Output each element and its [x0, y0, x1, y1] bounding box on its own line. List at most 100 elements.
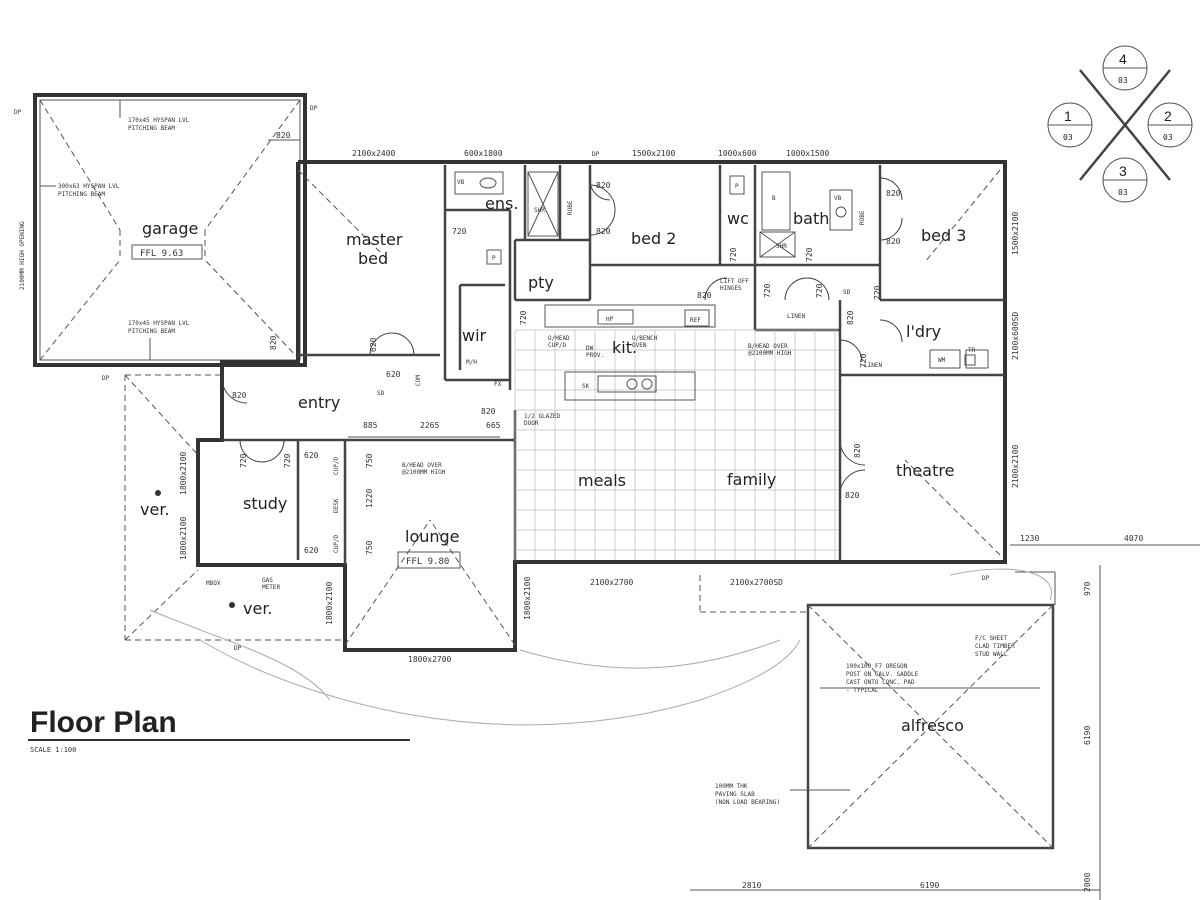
dim-720-ldry: 720 [873, 285, 882, 300]
dim-820-entry: 820 [269, 335, 278, 350]
tr-label: TR [968, 347, 976, 354]
desk-label: DESK [333, 498, 340, 513]
mh-label: M/H [466, 359, 477, 366]
dim-820-garage: 820 [276, 131, 291, 140]
room-label-wir: wir [462, 326, 487, 345]
dim-620-study-b: 620 [304, 546, 319, 555]
dim-820-bed3-a: 820 [886, 189, 901, 198]
linen-label-1: LINEN [787, 313, 805, 320]
compass-num-1: 1 [1064, 108, 1072, 124]
dim-720-study-b: 720 [283, 453, 292, 468]
gas-note-b: METER [262, 584, 280, 591]
slab-note-a: 100MM THK [715, 783, 748, 790]
bhead-note-2b: @2100MM HIGH [402, 469, 446, 476]
bathroom-fixtures [454, 171, 853, 265]
dim-720-linen-a: 720 [763, 283, 772, 298]
garden-lines [149, 568, 1052, 726]
compass-sub-2: 03 [1163, 133, 1173, 142]
slab-note-b: PAVING SLAB [715, 791, 755, 798]
room-label-bed2: bed 2 [631, 229, 676, 248]
room-label-pty: pty [528, 273, 554, 292]
vb-label-ens: VB [457, 179, 465, 186]
room-label-ens: ens. [485, 194, 518, 213]
slab-note-c: (NON LOAD BEARING) [715, 799, 780, 806]
beam-note-1b: PITCHING BEAM [128, 125, 175, 132]
room-label-family: family [727, 470, 776, 489]
room-label-ver-2: ver. [243, 599, 273, 618]
dim-window-w5: 1000x1500 [786, 149, 830, 158]
dim-window-w10: 1800x2700 [408, 655, 452, 664]
dp-garage-left: DP [14, 109, 22, 116]
ubench-note-a: U/BENCH [632, 335, 658, 342]
post-note-b: POST ON GALV. SADDLE [846, 671, 919, 678]
dim-window-w7: 2100x2100 [1011, 444, 1020, 488]
dim-820-theatre-b: 820 [845, 491, 860, 500]
dim-620-study-a: 620 [304, 451, 319, 460]
dim-1230: 1230 [1020, 534, 1039, 543]
lounge-roof-lines [344, 519, 516, 646]
room-label-theatre: theatre [896, 461, 954, 480]
gas-note-a: GAS [262, 577, 273, 584]
dim-720-study-a: 720 [239, 453, 248, 468]
p-label-wc: P [735, 183, 739, 190]
dim-665: 665 [486, 421, 501, 430]
dim-window-w1: 2100x2400 [352, 149, 396, 158]
linen-label-2: LINEN [864, 362, 882, 369]
com-label: COM [415, 375, 422, 386]
dim-820-bed2-b: 820 [596, 227, 611, 236]
room-label-entry: entry [298, 393, 340, 412]
dim-window-w8: 2100x2700 [590, 578, 634, 587]
dp-garage-right: DP [310, 105, 318, 112]
door-swings [221, 177, 903, 496]
dp-label-bottom: DP [234, 645, 242, 652]
room-label-wc: wc [727, 209, 749, 228]
dim-885: 885 [363, 421, 378, 430]
compass-sub-1: 03 [1063, 133, 1073, 142]
room-label-meals: meals [578, 471, 626, 490]
room-label-study: study [243, 494, 287, 513]
kitchen-tile-grid [514, 329, 838, 560]
dp-label-top: DP [592, 151, 600, 158]
room-label-bath: bath [793, 209, 829, 228]
fc-note-c: STUD WALL [975, 651, 1008, 658]
robe-label-bed3: ROBE [859, 210, 866, 225]
dim-820-entry-b: 820 [232, 391, 247, 400]
alfresco-structure [690, 544, 1200, 900]
room-label-ver-1: ver. [140, 500, 170, 519]
post-note-d: - TYPICAL [846, 687, 879, 694]
dim-720-linen2: 720 [859, 353, 868, 368]
laundry-fixtures [929, 349, 989, 369]
dim-820-ldry: 820 [846, 310, 855, 325]
sd-label-1: SD [377, 390, 385, 397]
garage-area [33, 93, 307, 367]
dim-720-ens: 720 [452, 227, 467, 236]
plan-scale: SCALE 1:100 [30, 746, 76, 754]
dim-window-w12: 1800x2100 [179, 516, 188, 560]
dim-820-theatre-a: 820 [853, 443, 862, 458]
dim-window-w4: 1000x600 [718, 149, 757, 158]
compass-sub-3: 03 [1118, 188, 1128, 197]
fc-note-b: CLAD TIMBER [975, 643, 1015, 650]
high-opening-note: 2100MM HIGH OPENING [19, 221, 26, 290]
room-label-master-1: master [346, 230, 403, 249]
dw-note-b: PROV. [586, 352, 604, 359]
dim-window-w2: 600x1800 [464, 149, 503, 158]
p-label-ens: P [492, 255, 496, 262]
glazed-note-a: 1/2 GLAZED [524, 413, 561, 420]
robe-label-bed2: ROBE [567, 200, 574, 215]
dim-6190-vertical: 6190 [1083, 726, 1092, 745]
liftoff-note-a: LIFT OFF [720, 278, 749, 285]
beam-note-3b: PITCHING BEAM [128, 328, 175, 335]
lounge-ffl-label: FFL 9.80 [406, 557, 449, 567]
sd-label-2: SD [843, 289, 851, 296]
dim-window-w13: 1800x2100 [325, 581, 334, 625]
dim-750-lounge-b: 750 [365, 540, 374, 555]
glazed-note-b: DOOR [524, 420, 539, 427]
room-label-master-2: bed [358, 249, 388, 268]
dim-window-w3: 1500x2100 [632, 149, 676, 158]
dim-820-bed3-b: 820 [886, 237, 901, 246]
dim-2810: 2810 [742, 881, 761, 890]
bath-b-label: B [772, 195, 776, 202]
shr-label-ens: SHR [534, 207, 545, 214]
dim-720-pty: 720 [519, 310, 528, 325]
